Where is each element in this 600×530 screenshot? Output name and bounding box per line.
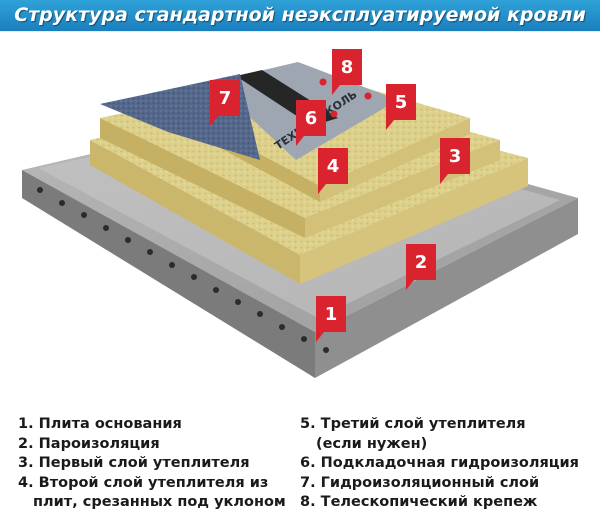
svg-text:8: 8 — [341, 57, 354, 78]
legend-right: 5. Третий слой утеплителя (если нужен) 6… — [300, 415, 596, 513]
fasteners — [319, 78, 372, 118]
svg-text:2: 2 — [415, 252, 428, 273]
svg-text:7: 7 — [219, 88, 232, 109]
callout-8: 8 — [332, 49, 362, 95]
svg-text:5: 5 — [395, 92, 408, 113]
page-title: Структура стандартной неэксплуатируемой … — [14, 4, 586, 26]
legend-item-5: 5. Третий слой утеплителя (если нужен) — [300, 416, 526, 452]
svg-text:1: 1 — [325, 304, 338, 325]
callout-4: 4 — [318, 148, 348, 194]
svg-text:3: 3 — [449, 146, 462, 167]
callout-5: 5 — [386, 84, 416, 130]
legend-item-1: 1. Плита основания — [18, 416, 182, 432]
legend-item-6: 6. Подкладочная гидроизоляция — [300, 455, 579, 471]
legend-left: 1. Плита основания 2. Пароизоляция 3. Пе… — [18, 415, 304, 513]
svg-text:6: 6 — [305, 108, 318, 129]
roof-illustration: ТЕХНОНИКОЛЬ 1 2 3 4 5 6 7 — [22, 49, 578, 378]
legend-item-4: 4. Второй слой утеплителя из плит, среза… — [18, 474, 286, 511]
title-bar — [0, 0, 600, 32]
callout-6: 6 — [296, 100, 326, 146]
callout-2: 2 — [406, 244, 436, 290]
legend-item-2: 2. Пароизоляция — [18, 435, 160, 452]
callout-1: 1 — [316, 296, 346, 342]
legend-item-3: 3. Первый слой утеплителя — [18, 455, 250, 471]
legend-item-8: 8. Телескопический крепеж — [300, 494, 538, 510]
callout-7: 7 — [210, 80, 240, 126]
svg-text:4: 4 — [327, 156, 340, 177]
callout-3: 3 — [440, 138, 470, 184]
legend-item-7: 7. Гидроизоляционный слой — [300, 474, 540, 491]
